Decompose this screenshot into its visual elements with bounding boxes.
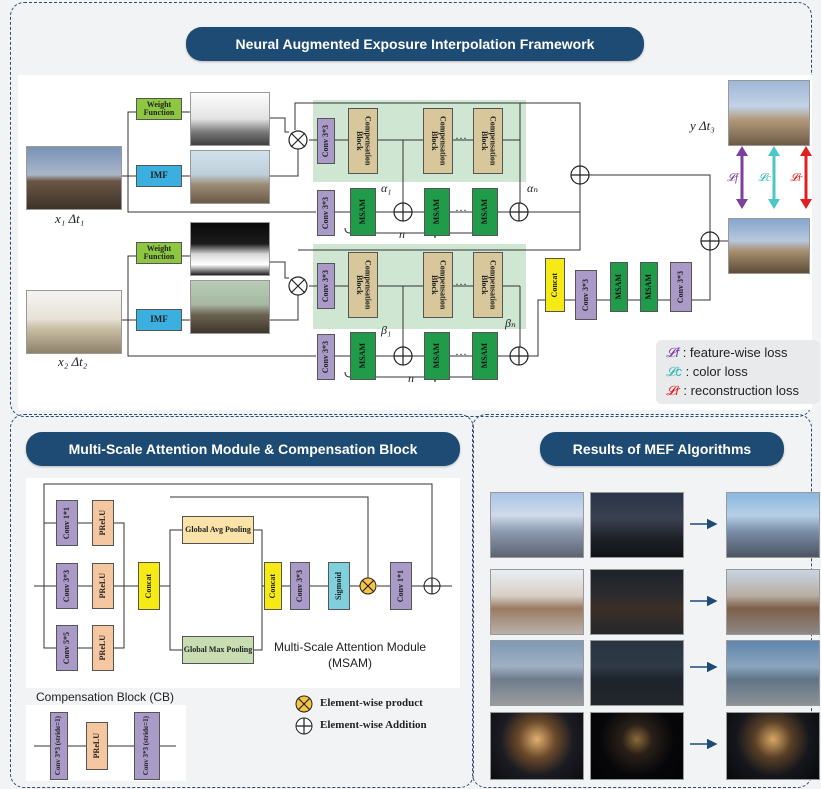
weight-map-2 — [190, 222, 270, 276]
input-image-1 — [26, 146, 122, 210]
msam-block-bottom-1: MSAM — [350, 332, 376, 380]
msam-block-fuse-2: MSAM — [640, 262, 658, 312]
global-avg-pooling: Global Avg Pooling — [182, 516, 254, 544]
dots-top-msam: … — [455, 200, 467, 214]
results-title: Results of MEF Algorithms — [540, 432, 784, 466]
conv-block-bottom: Conv 3*3 — [317, 263, 335, 309]
conv-block-bottom-2: Conv 3*3 — [317, 334, 335, 380]
compensation-block-top-1: Compensation Block — [348, 108, 378, 174]
conv-block-fuse-1: Conv 3*3 — [575, 270, 597, 320]
input-image-2 — [26, 290, 122, 354]
output-image — [728, 218, 810, 274]
imf-block-top: IMF — [136, 165, 182, 187]
cb-conv-1: Conv 3*3 (stride=1) — [50, 712, 68, 780]
msam-conv33-2: Conv 3*3 — [290, 562, 310, 610]
msam-title: Multi-Scale Attention Module & Compensat… — [26, 432, 460, 466]
result-input-2a — [490, 569, 584, 635]
msam-prelu-2: PReLU — [92, 563, 114, 609]
compensation-block-bottom-2: Compensation Block — [423, 252, 453, 318]
msam-concat-2: Concat — [264, 562, 282, 610]
imf-image-1 — [190, 150, 270, 204]
msam-conv55: Conv 5*5 — [56, 625, 78, 671]
conv-block-fuse-2: Conv 3*3 — [670, 262, 692, 312]
addition-legend: Element-wise Addition — [320, 719, 427, 731]
concat-block: Concat — [545, 258, 565, 312]
imf-image-2 — [190, 280, 270, 334]
msam-caption: Multi-Scale Attention Module — [274, 640, 427, 654]
msam-concat-1: Concat — [138, 562, 160, 610]
result-output-2 — [726, 569, 820, 635]
cb-conv-2: Conv 3*3 (stride=1) — [134, 712, 160, 780]
alphan-label: αₙ — [527, 181, 539, 195]
msam-block-bottom-n: MSAM — [472, 332, 498, 380]
result-output-3 — [726, 640, 820, 706]
global-max-pooling: Global Max Pooling — [182, 636, 254, 664]
msam-prelu-1: PReLU — [92, 500, 114, 546]
msam-abbr: (MSAM) — [328, 656, 372, 670]
n-label-bottom: n — [408, 371, 414, 385]
loss-r-symbol: 𝓛r — [790, 172, 803, 184]
cb-prelu: PReLU — [86, 722, 108, 770]
product-legend: Element-wise product — [320, 697, 423, 709]
msam-block-top-2: MSAM — [424, 188, 450, 236]
msam-block-top-n: MSAM — [472, 188, 498, 236]
result-input-3b — [590, 640, 684, 706]
result-input-1a — [490, 492, 584, 558]
framework-title: Neural Augmented Exposure Interpolation … — [186, 27, 644, 61]
msam-conv11-out: Conv 1*1 — [390, 562, 412, 610]
weight-map-1 — [190, 92, 270, 146]
x2-label: x₂ Δt₂ — [58, 354, 88, 369]
dots-bottom-msam: … — [455, 344, 467, 358]
beta1-label: β₁ — [381, 323, 392, 337]
msam-prelu-3: PReLU — [92, 625, 114, 671]
compensation-block-bottom-1: Compensation Block — [348, 252, 378, 318]
sigmoid-block: Sigmoid — [328, 562, 350, 610]
result-output-4 — [726, 712, 820, 780]
x1-label: x₁ Δt₁ — [55, 211, 85, 226]
imf-block-bottom: IMF — [136, 309, 182, 331]
conv-block-top-2: Conv 3*3 — [317, 190, 335, 236]
compensation-block-top-2: Compensation Block — [423, 108, 453, 174]
loss-f-symbol: 𝓛f — [727, 172, 739, 184]
msam-block-fuse-1: MSAM — [610, 262, 628, 312]
result-output-1 — [726, 492, 820, 558]
msam-block-bottom-2: MSAM — [424, 332, 450, 380]
result-input-1b — [590, 492, 684, 558]
loss-c-symbol: 𝓛c — [758, 172, 771, 184]
cb-caption: Compensation Block (CB) — [36, 690, 175, 704]
legend-reconstruction: 𝓛r : reconstruction loss — [666, 383, 800, 398]
compensation-block-top-n: Compensation Block — [473, 108, 503, 174]
weight-function-block-top: Weight Function — [136, 98, 182, 120]
dots-top-comp: … — [455, 128, 467, 142]
loss-legend: 𝓛f : feature-wise loss 𝓛c : color loss 𝓛… — [656, 340, 820, 404]
conv-block-top: Conv 3*3 — [317, 118, 335, 164]
result-input-2b — [590, 569, 684, 635]
result-input-3a — [490, 640, 584, 706]
y-label: y Δt₃ — [690, 118, 715, 133]
result-input-4a — [490, 712, 584, 780]
alpha1-label: α₁ — [381, 181, 392, 195]
gt-image — [728, 80, 810, 146]
msam-conv11: Conv 1*1 — [56, 500, 78, 546]
n-label-top: n — [399, 227, 405, 241]
dots-bottom-comp: … — [455, 274, 467, 288]
compensation-block-bottom-n: Compensation Block — [473, 252, 503, 318]
legend-color: 𝓛c : color loss — [666, 364, 748, 379]
msam-block-top-1: MSAM — [350, 188, 376, 236]
msam-conv33: Conv 3*3 — [56, 563, 78, 609]
weight-function-block-bottom: Weight Function — [136, 242, 182, 264]
betan-label: βₙ — [505, 316, 516, 330]
result-input-4b — [590, 712, 684, 780]
legend-feature: 𝓛f : feature-wise loss — [666, 345, 788, 360]
msam-frame — [10, 414, 474, 788]
